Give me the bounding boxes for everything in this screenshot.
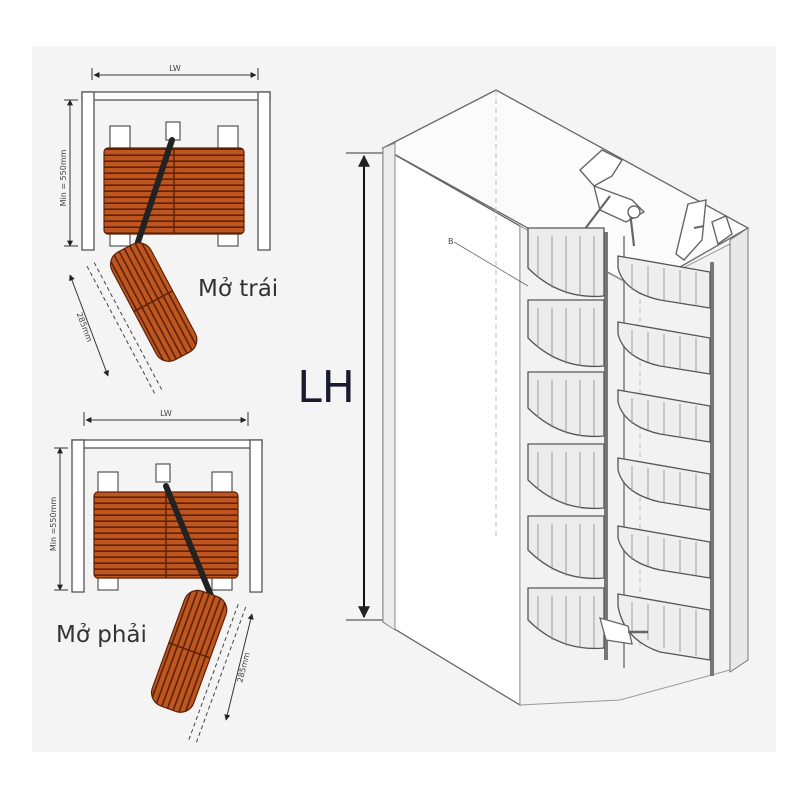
depth-dimension-2: Min =550mm bbox=[49, 447, 68, 591]
cabinet-outline-2 bbox=[71, 439, 263, 593]
width-label: LW bbox=[169, 64, 181, 73]
depth-dimension: Min = 550mm bbox=[59, 99, 78, 247]
swing-out-basket-2 bbox=[150, 589, 247, 745]
rear-basket-2 bbox=[93, 491, 239, 579]
marker-b-leader bbox=[453, 241, 529, 287]
rail-brackets-2 bbox=[97, 463, 233, 591]
width-dimension-2: LW bbox=[83, 409, 249, 426]
right-basket-wires bbox=[631, 264, 697, 656]
depth-label-2: Min =550mm bbox=[49, 497, 58, 552]
height-label: LH bbox=[297, 362, 355, 413]
width-label-2: LW bbox=[160, 409, 172, 418]
cabinet-right-panel bbox=[729, 227, 749, 673]
caption-left-opening: Mở trái bbox=[198, 276, 278, 302]
depth-label: Min = 550mm bbox=[59, 149, 68, 206]
marker-b: B bbox=[448, 237, 454, 246]
tall-cabinet: B bbox=[381, 89, 750, 707]
linkage-arm-2 bbox=[163, 483, 215, 601]
left-basket-wires bbox=[537, 236, 595, 648]
caption-right-opening: Mở phải bbox=[56, 622, 147, 648]
rail-brackets bbox=[109, 121, 239, 247]
plan-view-left-opening: LW Min = 550mm bbox=[59, 64, 278, 396]
cabinet-outline bbox=[81, 91, 271, 251]
rear-basket bbox=[103, 147, 245, 235]
cabinet-side-panel bbox=[382, 146, 521, 707]
plan-view-right-opening: LW Min =550mm bbox=[49, 409, 263, 745]
cabinet-side-edge bbox=[382, 142, 396, 631]
width-dimension: LW bbox=[91, 64, 259, 80]
linkage-arm bbox=[133, 137, 175, 251]
bottom-hinge bbox=[599, 617, 648, 645]
height-dimension: LH bbox=[297, 152, 398, 621]
